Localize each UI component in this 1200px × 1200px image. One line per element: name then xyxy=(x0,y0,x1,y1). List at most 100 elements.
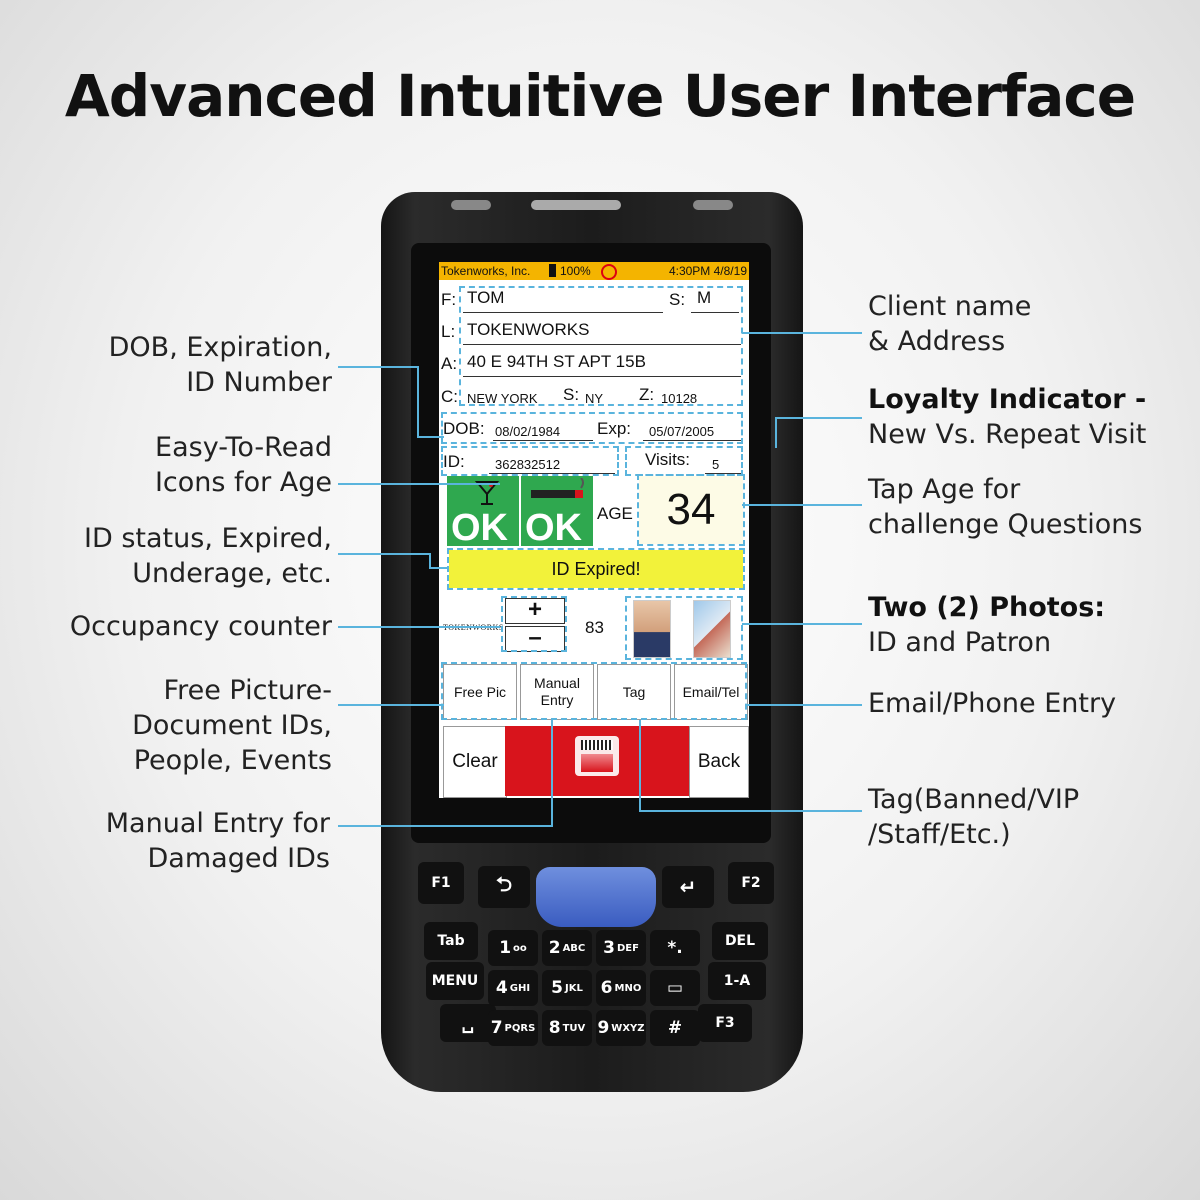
scan-button[interactable] xyxy=(505,726,689,796)
visits-label: Visits: xyxy=(645,450,691,469)
callout-client-name: Client name& Address xyxy=(868,291,1032,357)
visits-value[interactable]: 5 xyxy=(712,457,720,472)
ok-label: OK xyxy=(525,507,582,549)
one-a-key[interactable]: 1-A xyxy=(708,962,766,1000)
highlight-soft-buttons xyxy=(441,662,747,720)
callout-dob: DOB, Expiration,ID Number xyxy=(108,332,332,398)
exp-value[interactable]: 05/07/2005 xyxy=(649,424,715,439)
dob-label: DOB: xyxy=(443,419,485,438)
f1-key[interactable]: F1 xyxy=(418,862,464,904)
tokenworks-logo: TOKENWORKS xyxy=(443,623,504,632)
barcode-icon xyxy=(575,736,619,776)
f2-key[interactable]: F2 xyxy=(728,862,774,904)
scan-trigger-key[interactable] xyxy=(536,867,656,927)
email-tel-button[interactable]: Email/Tel xyxy=(674,664,748,720)
device-speaker xyxy=(693,200,733,210)
city-label: C: xyxy=(441,387,458,406)
patron-photo[interactable] xyxy=(633,600,671,658)
status-battery: 100% xyxy=(560,264,591,278)
del-key[interactable]: DEL xyxy=(712,922,768,960)
first-name[interactable]: TOM xyxy=(467,288,505,307)
callout-free-picture: Free Picture-Document IDs,People, Events xyxy=(132,675,332,776)
highlight-dob xyxy=(441,412,743,444)
highlight-photos xyxy=(625,596,743,660)
enter-key[interactable]: ↵ xyxy=(662,866,714,908)
key-zero[interactable]: ▭ xyxy=(650,970,700,1006)
headline: Advanced Intuitive User Interface xyxy=(64,62,1136,130)
callout-id-status: ID status, Expired,Underage, etc. xyxy=(84,523,332,589)
last-name-underline xyxy=(463,344,741,345)
device-speaker xyxy=(451,200,491,210)
id-photo[interactable] xyxy=(693,600,731,658)
space-key[interactable]: ␣ xyxy=(440,1004,496,1042)
id-number[interactable]: 362832512 xyxy=(495,457,561,472)
back-button[interactable]: Back xyxy=(689,726,749,798)
callout-tag: Tag(Banned/VIP/Staff/Etc.) xyxy=(868,784,1080,850)
last-name[interactable]: TOKENWORKS xyxy=(467,320,590,339)
free-pic-button[interactable]: Free Pic xyxy=(443,664,517,720)
clear-button[interactable]: Clear xyxy=(443,726,507,798)
state-value[interactable]: NY xyxy=(585,391,604,406)
highlight-visits xyxy=(625,446,743,476)
dob-value[interactable]: 08/02/1984 xyxy=(495,424,561,439)
exp-underline xyxy=(643,440,741,441)
first-name-underline xyxy=(463,312,663,313)
status-company: Tokenworks, Inc. xyxy=(441,264,531,278)
back-arrow-key[interactable]: ⮌ xyxy=(478,866,530,908)
status-bar: Tokenworks, Inc. 100% 4:30PM 4/8/19 xyxy=(439,262,749,280)
visits-underline xyxy=(705,473,741,474)
counter-minus-button[interactable]: – xyxy=(505,626,565,652)
status-time: 4:30PM 4/8/19 xyxy=(668,264,747,278)
city-value[interactable]: NEW YORK xyxy=(467,391,538,406)
device-speaker xyxy=(531,200,621,210)
address-label: A: xyxy=(441,354,458,373)
id-status-banner: ID Expired! xyxy=(449,550,743,588)
key-hash[interactable]: # xyxy=(650,1010,700,1046)
dob-underline xyxy=(493,440,593,441)
exp-label: Exp: xyxy=(597,419,632,438)
battery-icon xyxy=(549,264,556,277)
f3-key[interactable]: F3 xyxy=(698,1004,752,1042)
tab-key[interactable]: Tab xyxy=(424,922,478,960)
sex-underline xyxy=(691,312,739,313)
tag-button[interactable]: Tag xyxy=(597,664,671,720)
id-underline xyxy=(489,473,615,474)
counter-plus-button[interactable]: + xyxy=(505,598,565,624)
sex-value[interactable]: M xyxy=(697,288,712,307)
sex-label: S: xyxy=(669,290,686,309)
highlight-name-address xyxy=(459,286,743,406)
address-value[interactable]: 40 E 94TH ST APT 15B xyxy=(467,352,646,371)
zip-value[interactable]: 10128 xyxy=(661,391,698,406)
alcohol-ok-icon: OK xyxy=(447,476,519,548)
address-underline xyxy=(463,376,741,377)
tobacco-ok-icon: OK xyxy=(521,476,593,549)
no-smoking-icon xyxy=(601,264,617,280)
device-screen: Tokenworks, Inc. 100% 4:30PM 4/8/19 F: T… xyxy=(439,262,749,798)
callout-occupancy: Occupancy counter xyxy=(69,611,332,642)
callout-two-photos: Two (2) Photos:ID and Patron xyxy=(868,592,1106,658)
manual-entry-button[interactable]: Manual Entry xyxy=(520,664,594,720)
menu-key[interactable]: MENU xyxy=(426,962,484,1000)
state-label: S: xyxy=(563,385,580,404)
age-value[interactable]: 34 xyxy=(639,476,743,544)
occupancy-count: 83 xyxy=(585,618,604,637)
age-label: AGE xyxy=(597,504,633,523)
callout-loyalty: Loyalty Indicator -New Vs. Repeat Visit xyxy=(868,384,1147,450)
highlight-status xyxy=(447,548,745,590)
key-star[interactable]: *. xyxy=(650,930,700,966)
highlight-age-value xyxy=(637,474,745,546)
zip-label: Z: xyxy=(639,385,655,404)
id-label: ID: xyxy=(443,452,465,471)
